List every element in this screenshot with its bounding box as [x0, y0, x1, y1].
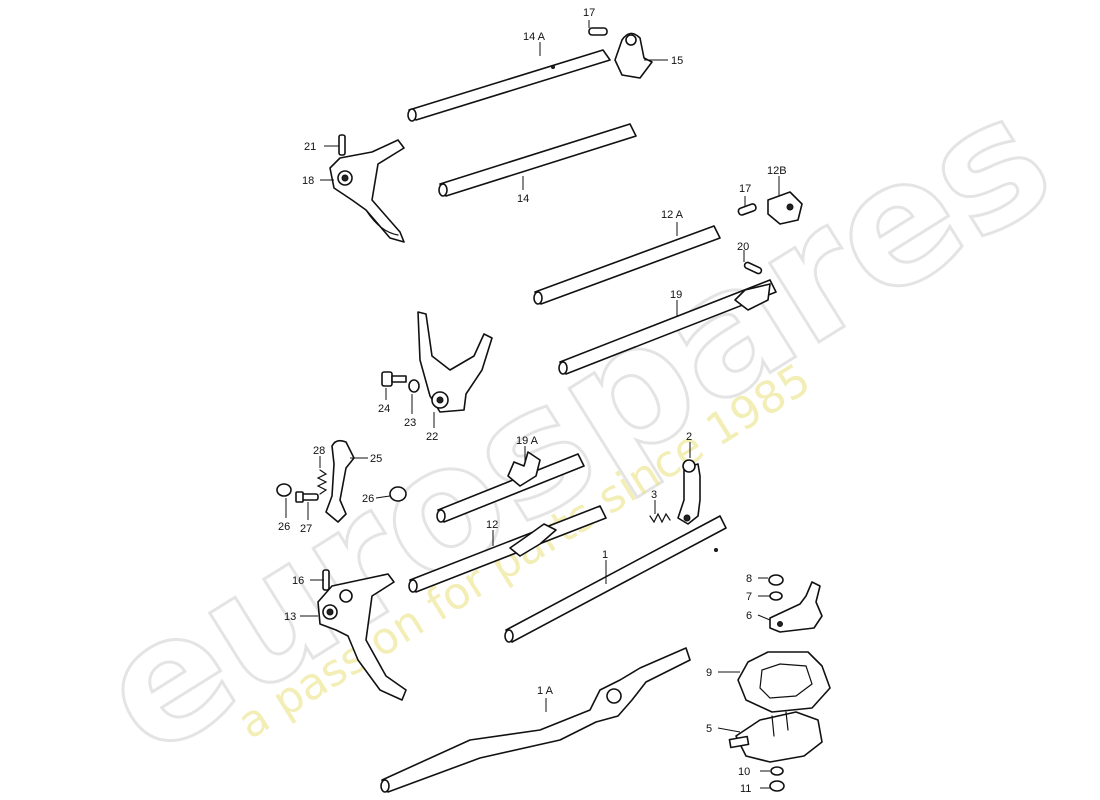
part-3-spring[interactable]	[649, 512, 671, 524]
callout-15: 15	[671, 55, 683, 67]
callout-27: 27	[300, 523, 312, 535]
callout-11: 11	[740, 783, 751, 795]
part-14a-shaft[interactable]	[407, 49, 611, 122]
callout-24: 24	[378, 403, 390, 415]
callout-28: 28	[313, 445, 325, 457]
callout-9: 9	[706, 667, 712, 679]
callout-5: 5	[706, 723, 712, 735]
part-21-pin[interactable]	[338, 134, 346, 156]
callout-7: 7	[746, 591, 752, 603]
callout-26-right: 26	[362, 493, 374, 505]
part-27-screw[interactable]	[295, 491, 319, 503]
callout-3: 3	[651, 489, 657, 501]
part-18-shift-fork[interactable]	[329, 139, 405, 243]
callout-17-top: 17	[583, 7, 595, 19]
part-14-shaft[interactable]	[438, 123, 637, 197]
callout-1a: 1 A	[537, 685, 554, 697]
callout-10: 10	[738, 766, 750, 778]
callout-12a: 12 A	[661, 209, 684, 221]
callout-21: 21	[304, 141, 316, 153]
part-6-bracket[interactable]	[769, 581, 823, 633]
callout-26-left: 26	[278, 521, 290, 533]
callout-23: 23	[404, 417, 416, 429]
callout-20: 20	[737, 241, 749, 253]
callout-labels: 17 14 A 15 21 18 14 12B 17 12 A 20 19 24…	[278, 7, 787, 795]
callout-18: 18	[302, 175, 314, 187]
part-15-lever[interactable]	[614, 32, 653, 79]
callout-14a: 14 A	[523, 31, 546, 43]
part-17-pin[interactable]	[737, 203, 757, 216]
part-1a-shaft[interactable]	[380, 647, 691, 793]
callout-13: 13	[284, 611, 296, 623]
callout-17: 17	[739, 183, 751, 195]
callout-8: 8	[746, 573, 752, 585]
watermark-brand: eurospares	[67, 57, 1083, 795]
part-12-shaft[interactable]	[408, 505, 607, 593]
callout-22: 22	[426, 431, 438, 443]
part-1-shaft[interactable]	[504, 515, 727, 643]
callout-12: 12	[486, 519, 498, 531]
part-26-nut-right[interactable]	[389, 486, 407, 502]
part-23-washer[interactable]	[408, 379, 420, 393]
part-19-shaft[interactable]	[558, 279, 777, 375]
callout-19: 19	[670, 289, 682, 301]
watermark: eurospares a passion for parts since 198…	[65, 56, 1084, 797]
part-2-selector-lever[interactable]	[677, 459, 701, 525]
part-17-pin-top[interactable]	[588, 27, 608, 36]
callout-14: 14	[517, 193, 529, 205]
part-24-bolt[interactable]	[381, 371, 407, 387]
part-19a-shaft[interactable]	[436, 451, 585, 523]
part-28-spring[interactable]	[316, 469, 328, 495]
part-20-pin[interactable]	[743, 261, 763, 275]
callout-25: 25	[370, 453, 382, 465]
part-12b-block[interactable]	[767, 191, 803, 225]
part-25-lever[interactable]	[325, 439, 355, 523]
part-13-shift-fork[interactable]	[317, 573, 407, 701]
callout-12b: 12B	[767, 165, 787, 177]
part-9-gasket[interactable]	[737, 651, 831, 713]
part-7-washer[interactable]	[769, 591, 783, 601]
part-8-nut[interactable]	[768, 574, 784, 586]
callout-6: 6	[746, 610, 752, 622]
part-12a-shaft[interactable]	[533, 225, 721, 305]
part-11-nut[interactable]	[769, 780, 785, 792]
part-10-washer[interactable]	[770, 766, 784, 776]
part-5-cover-plate[interactable]	[728, 711, 823, 763]
callout-1: 1	[602, 549, 608, 561]
leader-lines	[285, 20, 780, 789]
part-26-nut-left[interactable]	[276, 483, 292, 497]
callout-2: 2	[686, 431, 692, 443]
callout-19a: 19 A	[516, 435, 539, 447]
callout-16: 16	[292, 575, 304, 587]
part-22-shift-fork[interactable]	[417, 311, 493, 413]
